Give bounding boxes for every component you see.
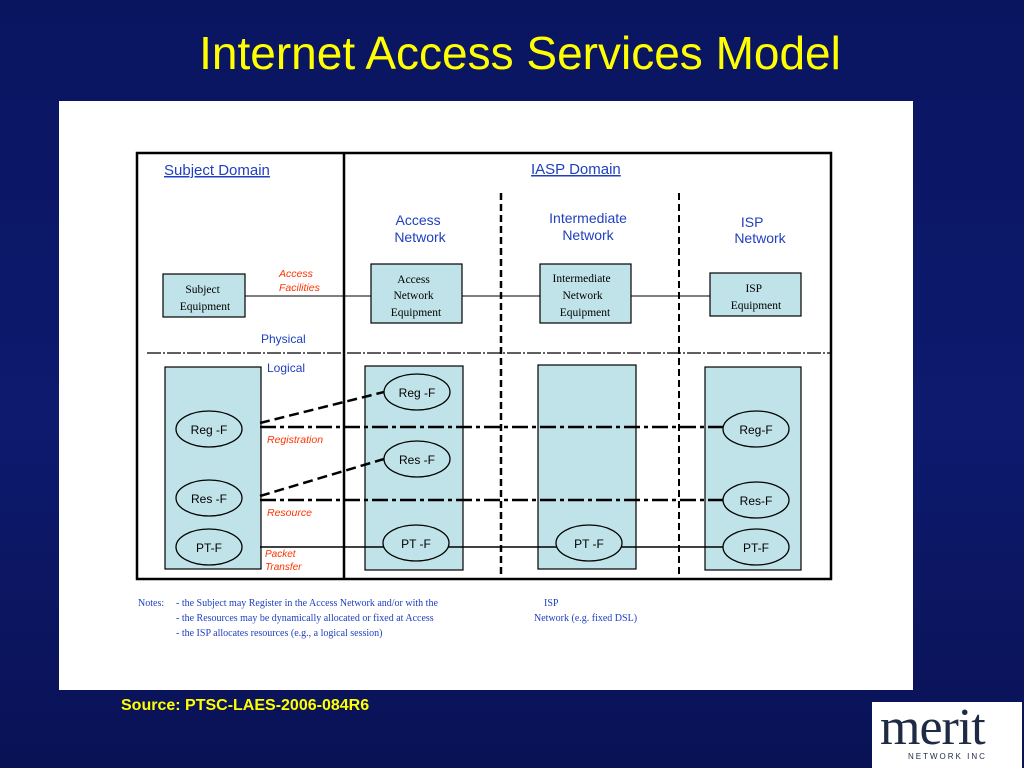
registration-label: Registration <box>267 434 323 446</box>
intermediate-network-heading-line1: Intermediate <box>549 210 627 226</box>
isp-res-f-node <box>722 481 790 519</box>
note-right-2: Network (e.g. fixed DSL) <box>534 613 637 624</box>
packet-transfer-line1: Packet <box>265 549 297 560</box>
source-citation: Source: PTSC-LAES-2006-084R6 <box>121 697 370 714</box>
subject-equipment-box <box>162 273 246 318</box>
intermediate-network-equipment-box <box>539 263 632 324</box>
packet-transfer-label: Packet Transfer <box>265 549 302 573</box>
isp-equipment-label: ISP Equipment <box>731 283 782 312</box>
access-network-heading-line2: Network <box>394 229 446 245</box>
access-network-heading: Access Network <box>394 212 446 245</box>
access-pt-f-label: PT -F <box>401 537 431 551</box>
intermediate-network-heading: Intermediate Network <box>549 210 631 243</box>
access-res-f-node <box>383 440 451 478</box>
note-line-1: - the Subject may Register in the Access… <box>176 598 438 609</box>
isp-network-heading-line2: Network <box>734 230 786 246</box>
access-network-equipment-line3: Equipment <box>391 307 442 319</box>
subject-equipment-line1: Subject <box>185 284 220 296</box>
access-facilities-line2: Facilities <box>279 282 321 294</box>
diagram: Subject Domain IASP Domain Access Networ… <box>135 151 833 639</box>
logical-label: Logical <box>267 361 305 375</box>
isp-res-f-label: Res-F <box>740 494 773 508</box>
access-facilities-label: Access Facilities <box>278 268 321 294</box>
access-network-equipment-line2: Network <box>393 290 433 302</box>
subject-pt-f-label: PT-F <box>196 541 222 555</box>
notes-label: Notes: <box>138 598 164 609</box>
note-right-1: ISP <box>544 598 559 609</box>
intermediate-network-equipment-label: Intermediate Network Equipment <box>553 273 614 319</box>
subject-res-f-node <box>175 479 243 517</box>
intermediate-pt-f-node <box>555 524 623 562</box>
access-pt-f-node <box>382 524 450 562</box>
access-reg-f-node <box>383 373 451 411</box>
note-line-3: - the ISP allocates resources (e.g., a l… <box>176 628 383 639</box>
subject-reg-f-label: Reg -F <box>191 423 228 437</box>
resource-label: Resource <box>267 507 312 519</box>
resource-to-access <box>259 457 385 498</box>
packet-transfer-line2: Transfer <box>265 562 302 573</box>
isp-pt-f-label: PT-F <box>743 541 769 555</box>
access-network-equipment-label: Access Network Equipment <box>391 274 442 319</box>
access-network-heading-line1: Access <box>395 212 440 228</box>
note-line-2: - the Resources may be dynamically alloc… <box>176 613 434 624</box>
subject-domain-heading: Subject Domain <box>164 162 270 179</box>
isp-equipment-line1: ISP <box>745 283 761 295</box>
intermediate-network-equipment-line3: Equipment <box>560 307 611 319</box>
intermediate-network-equipment-line1: Intermediate <box>553 273 611 285</box>
physical-label: Physical <box>261 332 306 346</box>
access-facilities-line1: Access <box>278 268 314 280</box>
logo-word: merit <box>880 699 986 756</box>
isp-reg-f-node <box>722 410 790 448</box>
isp-equipment-line2: Equipment <box>731 300 782 312</box>
diagram-panel: Subject Domain IASP Domain Access Networ… <box>59 101 913 690</box>
slide-title: Internet Access Services Model <box>199 27 841 79</box>
access-reg-f-label: Reg -F <box>399 386 436 400</box>
subject-res-f-label: Res -F <box>191 492 227 506</box>
subject-equipment-line2: Equipment <box>180 301 231 313</box>
isp-network-heading: ISP Network <box>734 214 786 246</box>
access-res-f-label: Res -F <box>399 453 435 467</box>
access-network-equipment-line1: Access <box>397 274 430 286</box>
isp-network-heading-line1: ISP <box>741 214 763 230</box>
registration-to-access <box>259 390 385 425</box>
subject-reg-f-node <box>175 410 243 448</box>
intermediate-pt-f-label: PT -F <box>574 537 604 551</box>
logo-subtitle: NETWORK INC <box>908 752 987 761</box>
intermediate-network-heading-line2: Network <box>562 227 614 243</box>
diagram-frame <box>135 151 833 581</box>
isp-reg-f-label: Reg-F <box>739 423 772 437</box>
intermediate-network-equipment-line2: Network <box>562 290 602 302</box>
isp-equipment-box <box>709 272 802 317</box>
iasp-domain-heading: IASP Domain <box>531 161 621 178</box>
subject-pt-f-node <box>175 528 243 566</box>
subject-equipment-label: Subject Equipment <box>180 284 231 313</box>
isp-pt-f-node <box>722 528 790 566</box>
merit-logo: merit NETWORK INC <box>872 699 1022 768</box>
access-network-equipment-box <box>370 263 463 324</box>
